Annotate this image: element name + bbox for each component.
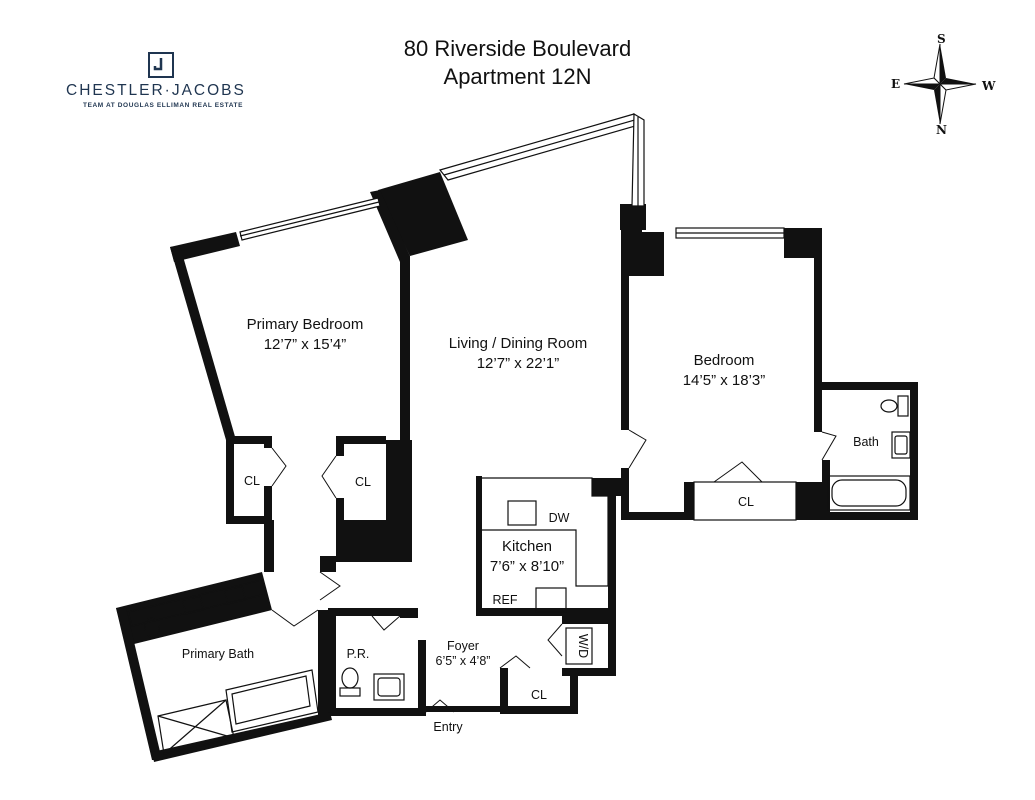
compass-west: W xyxy=(981,79,996,93)
living-dining-dims: 12’7” x 22’1” xyxy=(477,355,560,372)
compass-icon: S N E W xyxy=(891,32,996,136)
windows xyxy=(239,112,785,241)
cl-bedroom: CL xyxy=(738,495,754,509)
logo-brand: CHESTLER·JACOBS xyxy=(66,82,246,99)
ref-label: REF xyxy=(493,593,518,607)
compass-north: N xyxy=(936,123,947,136)
kitchen-name: Kitchen xyxy=(502,538,552,555)
compass-east: E xyxy=(891,77,900,91)
primary-bedroom-dims: 12’7” x 15’4” xyxy=(264,336,347,353)
foyer-name: Foyer xyxy=(447,639,479,653)
cl-foyer: CL xyxy=(531,688,547,702)
wd-label: W/D xyxy=(576,634,590,658)
entry-label: Entry xyxy=(433,720,463,734)
dw-label: DW xyxy=(549,511,570,525)
bedroom-name: Bedroom xyxy=(694,352,755,369)
primary-bedroom-name: Primary Bedroom xyxy=(247,316,364,333)
bedroom-dims: 14’5” x 18’3” xyxy=(683,372,766,389)
cl-primary-left: CL xyxy=(244,474,260,488)
doors xyxy=(271,429,837,713)
walls xyxy=(116,172,918,762)
primary-bath-name: Primary Bath xyxy=(182,647,254,661)
pr-label: P.R. xyxy=(347,647,370,661)
living-dining-name: Living / Dining Room xyxy=(449,335,587,352)
bath-name: Bath xyxy=(853,435,879,449)
unit-title: Apartment 12N xyxy=(443,64,592,89)
address-title: 80 Riverside Boulevard xyxy=(403,36,632,61)
compass-south: S xyxy=(937,32,946,46)
cl-primary-right: CL xyxy=(355,475,371,489)
foyer-dims: 6’5” x 4’8” xyxy=(436,654,491,668)
kitchen-dims: 7’6” x 8’10” xyxy=(490,558,564,575)
logo-tagline: TEAM AT DOUGLAS ELLIMAN REAL ESTATE xyxy=(83,102,244,109)
square-bracket-logo-icon xyxy=(148,52,174,78)
interior-lines xyxy=(127,395,911,755)
